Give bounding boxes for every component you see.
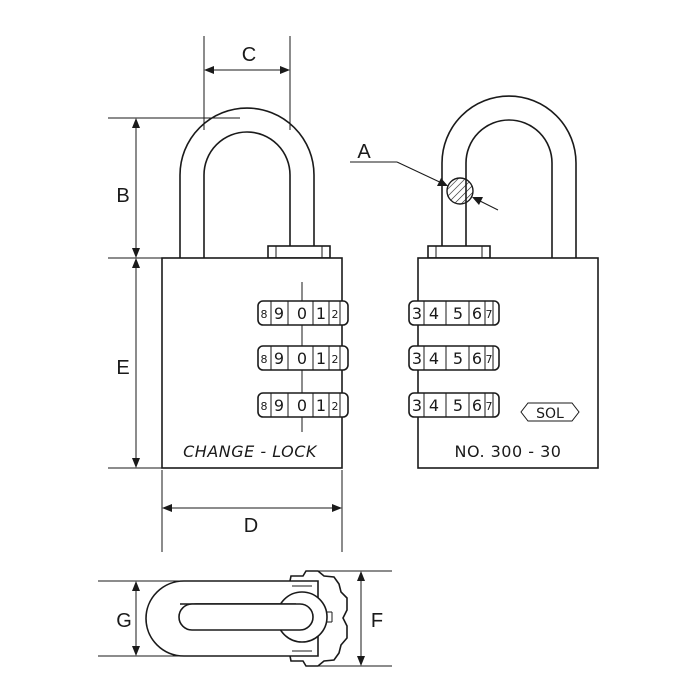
digit: 0 xyxy=(297,304,307,323)
front-shackle xyxy=(179,107,315,258)
digit: 5 xyxy=(453,396,463,415)
dim-label-e: E xyxy=(116,357,129,379)
back-wheel-row-1: 3 4 5 6 7 xyxy=(408,300,500,326)
front-wheel-row-2: 8 9 0 1 2 xyxy=(257,345,349,371)
digit: 3 xyxy=(412,396,422,415)
back-wheel-row-2: 3 4 5 6 7 xyxy=(408,345,500,371)
digit: 9 xyxy=(274,304,284,323)
dimension-lines xyxy=(98,36,499,667)
digit: 0 xyxy=(297,349,307,368)
front-shackle-inner xyxy=(203,131,291,258)
digit: 4 xyxy=(429,304,439,323)
back-wheel-row-3: 3 4 5 6 7 xyxy=(408,392,500,418)
back-shackle-collar xyxy=(427,245,491,259)
digit: 2 xyxy=(332,400,339,413)
front-shackle-collar xyxy=(267,245,331,259)
digit: 1 xyxy=(316,396,326,415)
sol-logo-frame xyxy=(520,402,580,422)
digit: 2 xyxy=(332,308,339,321)
digit: 3 xyxy=(412,304,422,323)
digit: 6 xyxy=(472,349,482,368)
digit: 7 xyxy=(486,308,493,321)
digit: 8 xyxy=(261,400,268,413)
front-wheel-row-1: 8 9 0 1 2 xyxy=(257,300,349,326)
dim-label-a: A xyxy=(357,141,371,163)
back-shackle xyxy=(441,95,577,258)
front-wheel-row-3: 8 9 0 1 2 xyxy=(257,392,349,418)
front-view: CHANGE - LOCK xyxy=(161,107,343,469)
top-view-shackle-bar xyxy=(178,603,314,631)
dim-label-d: D xyxy=(244,515,258,537)
digit: 2 xyxy=(332,353,339,366)
digit: 7 xyxy=(486,400,493,413)
sol-logo: SOL xyxy=(536,406,564,422)
digit: 0 xyxy=(297,396,307,415)
dim-label-f: F xyxy=(371,610,383,632)
digit: 6 xyxy=(472,396,482,415)
shackle-cross-section xyxy=(446,177,474,205)
digit: 9 xyxy=(274,396,284,415)
top-view-wheel-edge xyxy=(289,570,348,667)
digit: 4 xyxy=(429,349,439,368)
digit: 5 xyxy=(453,304,463,323)
top-view xyxy=(145,570,348,667)
back-shackle-inner xyxy=(465,119,553,258)
digit: 5 xyxy=(453,349,463,368)
dim-label-g: G xyxy=(116,610,132,632)
dim-label-c: C xyxy=(242,44,256,66)
digit: 1 xyxy=(316,349,326,368)
model-number: NO. 300 - 30 xyxy=(455,442,562,461)
digit: 8 xyxy=(261,308,268,321)
digit: 3 xyxy=(412,349,422,368)
digit: 1 xyxy=(316,304,326,323)
front-engraving: CHANGE - LOCK xyxy=(183,442,318,461)
digit: 7 xyxy=(486,353,493,366)
dim-label-b: B xyxy=(116,185,129,207)
digit: 4 xyxy=(429,396,439,415)
digit: 6 xyxy=(472,304,482,323)
digit: 9 xyxy=(274,349,284,368)
digit: 8 xyxy=(261,353,268,366)
